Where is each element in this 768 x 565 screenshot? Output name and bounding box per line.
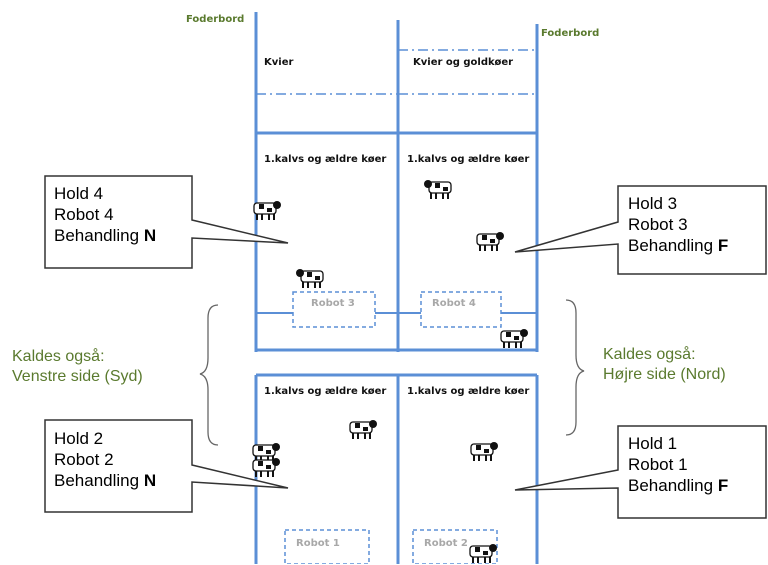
callout-hold3-treatment: Behandling [628,236,714,255]
pen-heifers-label: Kvier [264,57,294,68]
cow-icon [296,269,324,288]
callout-hold4-treatment: Behandling [54,226,140,245]
side-label-left-line1: Kaldes også: [12,348,105,365]
side-label-left: Kaldes også: Venstre side (Syd) [12,347,143,387]
cow-icon [469,544,497,563]
cow-icon [349,420,377,439]
brace-right [565,299,585,436]
robot1-box [284,529,370,564]
pen-label-top-right: 1.kalvs og ældre køer [407,154,530,165]
callout-hold2-line2: Robot 2 [54,450,114,469]
callout-hold1-treatment: Behandling [628,476,714,495]
callout-hold1: Hold 1 Robot 1 Behandling F [628,433,728,496]
robot3-label: Robot 3 [311,298,355,309]
cow-icon [253,201,281,220]
callout-hold1-code: F [717,476,729,495]
callout-hold3-code: F [717,236,729,255]
callout-hold3: Hold 3 Robot 3 Behandling F [628,193,728,256]
callout-hold1-line3: Behandling F [628,475,728,496]
robot1-label: Robot 1 [296,538,340,549]
side-label-right-line1: Kaldes også: [603,346,696,363]
pen-label-bottom-right: 1.kalvs og ældre køer [407,386,530,397]
callout-hold4-code: N [143,226,157,245]
callout-hold2-line1: Hold 2 [54,429,104,448]
cow-icon [500,329,528,348]
cow-icon [252,458,280,477]
callout-hold2: Hold 2 Robot 2 Behandling N [54,428,156,491]
callout-hold3-line1: Hold 3 [628,194,678,213]
pen-label-bottom-left: 1.kalvs og ældre køer [264,386,387,397]
callout-hold1-line1: Hold 1 [628,434,678,453]
feed-table-label-right: Foderbord [541,28,600,39]
callout-hold1-box [514,425,767,519]
cow-icon [424,180,452,199]
side-label-left-line2: Venstre side (Syd) [12,368,143,385]
callout-hold4-line1: Hold 4 [54,184,104,203]
side-label-right-line2: Højre side (Nord) [603,366,726,383]
callout-hold3-line3: Behandling F [628,235,728,256]
robot3-box [292,291,376,328]
cow-icon [470,442,498,461]
callout-hold3-line2: Robot 3 [628,215,688,234]
pen-heifers-dry-label: Kvier og goldkøer [413,57,514,68]
callout-hold3-box [514,185,767,275]
callout-hold4-box [44,175,289,269]
callout-hold2-line3: Behandling N [54,470,156,491]
callout-hold2-box [44,419,289,513]
callout-hold4-line2: Robot 4 [54,205,114,224]
pen-label-top-left: 1.kalvs og ældre køer [264,154,387,165]
brace-left [199,304,219,446]
callout-hold2-treatment: Behandling [54,471,140,490]
feed-table-label-left: Foderbord [186,14,245,25]
side-label-right: Kaldes også: Højre side (Nord) [603,345,726,385]
callout-hold1-line2: Robot 1 [628,455,688,474]
robot4-label: Robot 4 [432,298,476,309]
callout-hold4: Hold 4 Robot 4 Behandling N [54,183,156,246]
callout-hold2-code: N [143,471,157,490]
cow-icon [476,232,504,251]
callout-hold4-line3: Behandling N [54,225,156,246]
robot4-box [420,291,502,328]
robot2-label: Robot 2 [424,538,468,549]
